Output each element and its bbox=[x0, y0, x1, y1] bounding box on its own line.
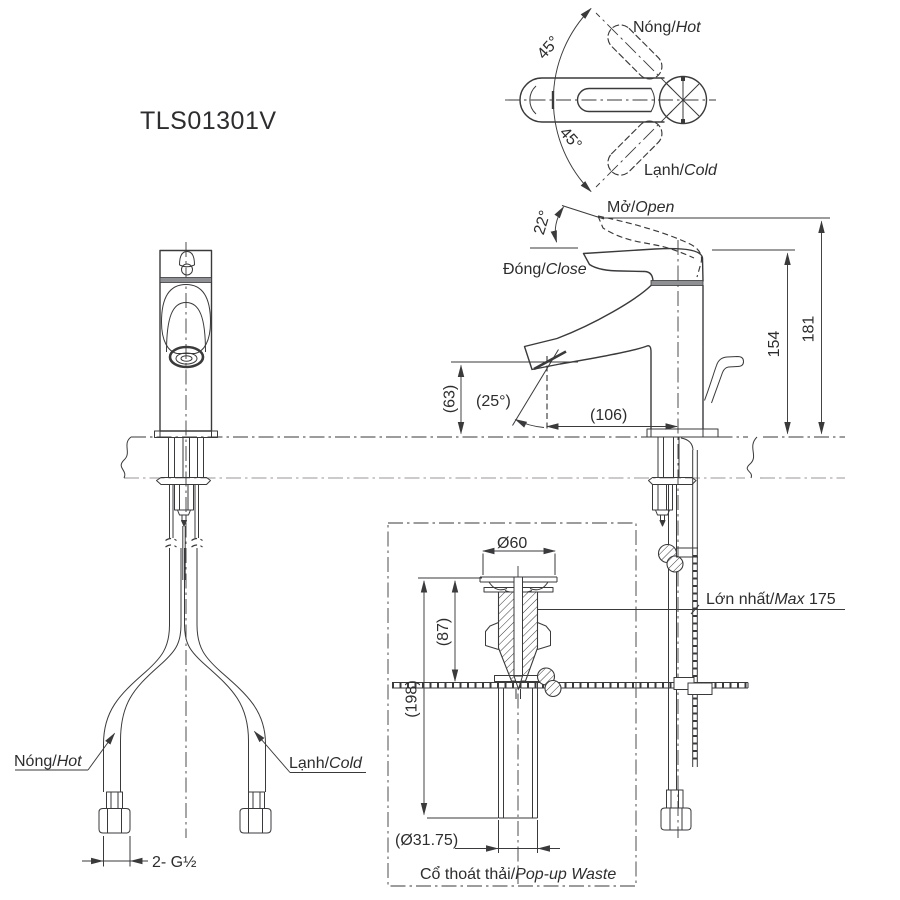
supply-pipe-nut-side bbox=[660, 807, 692, 831]
label-open: Mở/Open bbox=[607, 199, 675, 216]
side-view-faucet: 22° Mở/Open Đóng/Close 154 181 (63) (25°… bbox=[442, 199, 830, 838]
mounting-shank-front bbox=[156, 437, 211, 580]
cold-hose-inner bbox=[184, 548, 249, 792]
model-number: TLS01301V bbox=[140, 107, 277, 135]
dim-o3175: (Ø31.75) bbox=[395, 832, 458, 849]
dim-154: 154 bbox=[766, 331, 783, 358]
break-line-right bbox=[746, 436, 758, 479]
detail-box-border bbox=[387, 522, 637, 887]
dim-o60: Ø60 bbox=[497, 535, 527, 552]
dim-87: (87) bbox=[435, 618, 452, 646]
base-flange bbox=[646, 428, 719, 438]
cold-hose-outer bbox=[196, 548, 266, 792]
label-cold-top: Lạnh/Cold bbox=[644, 162, 718, 179]
plug-stem bbox=[513, 576, 523, 677]
dim-thread-g12: 2- G½ bbox=[152, 854, 196, 871]
dim-22: 22° bbox=[531, 209, 554, 237]
dim-45-hot: 45° bbox=[534, 33, 563, 62]
spout-front-outline bbox=[161, 284, 211, 354]
spout-top-outline bbox=[519, 77, 665, 123]
handle-hot-position bbox=[607, 24, 663, 80]
neck-band-front bbox=[159, 277, 212, 283]
aerator-mark bbox=[533, 350, 567, 371]
base-flange-front bbox=[154, 430, 218, 438]
break-line-left bbox=[120, 436, 132, 479]
faucet-body bbox=[523, 284, 704, 430]
handle-open-position bbox=[597, 215, 703, 278]
neck-band bbox=[650, 280, 704, 286]
aerator-front bbox=[168, 345, 205, 369]
dim-198: (198) bbox=[404, 680, 421, 717]
hot-hose-nut bbox=[98, 808, 131, 834]
cold-hose-nut bbox=[239, 808, 272, 834]
dim-45-cold: 45° bbox=[556, 124, 585, 153]
dim-106: (106) bbox=[590, 407, 627, 424]
arc-22-degrees bbox=[550, 206, 565, 244]
front-view-faucet bbox=[154, 242, 218, 838]
counter-section bbox=[120, 436, 845, 479]
dim-181: 181 bbox=[801, 316, 818, 343]
label-hot-top: Nóng/Hot bbox=[633, 19, 701, 36]
top-view-handle-rotation: Nóng/Hot Lạnh/Cold 45° 45° bbox=[505, 7, 718, 193]
hot-hose-outer bbox=[103, 548, 170, 792]
mounting-shank-side bbox=[648, 437, 697, 527]
caption-popup-waste: Cổ thoát thải/Pop-up Waste bbox=[420, 865, 616, 883]
popup-waste-detail: Ø60 (87) (198) (Ø31.75) Cổ thoát thải/Po… bbox=[387, 522, 749, 887]
lift-rod-knob bbox=[704, 356, 744, 404]
handle-closed bbox=[582, 247, 704, 282]
dim-25: (25°) bbox=[476, 393, 511, 410]
dim-63: (63) bbox=[442, 385, 459, 413]
label-hot-hose: Nóng/Hot bbox=[14, 753, 82, 770]
supply-hoses: Nóng/Hot Lạnh/Cold 2- G½ bbox=[14, 437, 366, 871]
arc-25-degrees bbox=[514, 419, 545, 428]
handle-cold-position bbox=[607, 120, 663, 176]
side-under-counter: Lớn nhất/Max 175 bbox=[503, 437, 845, 831]
label-close: Đóng/Close bbox=[503, 261, 587, 278]
hot-hose-inner bbox=[120, 548, 182, 792]
dim-max-175: Lớn nhất/Max 175 bbox=[706, 591, 836, 608]
hose-pipes bbox=[98, 484, 272, 834]
label-cold-hose: Lạnh/Cold bbox=[289, 755, 363, 772]
